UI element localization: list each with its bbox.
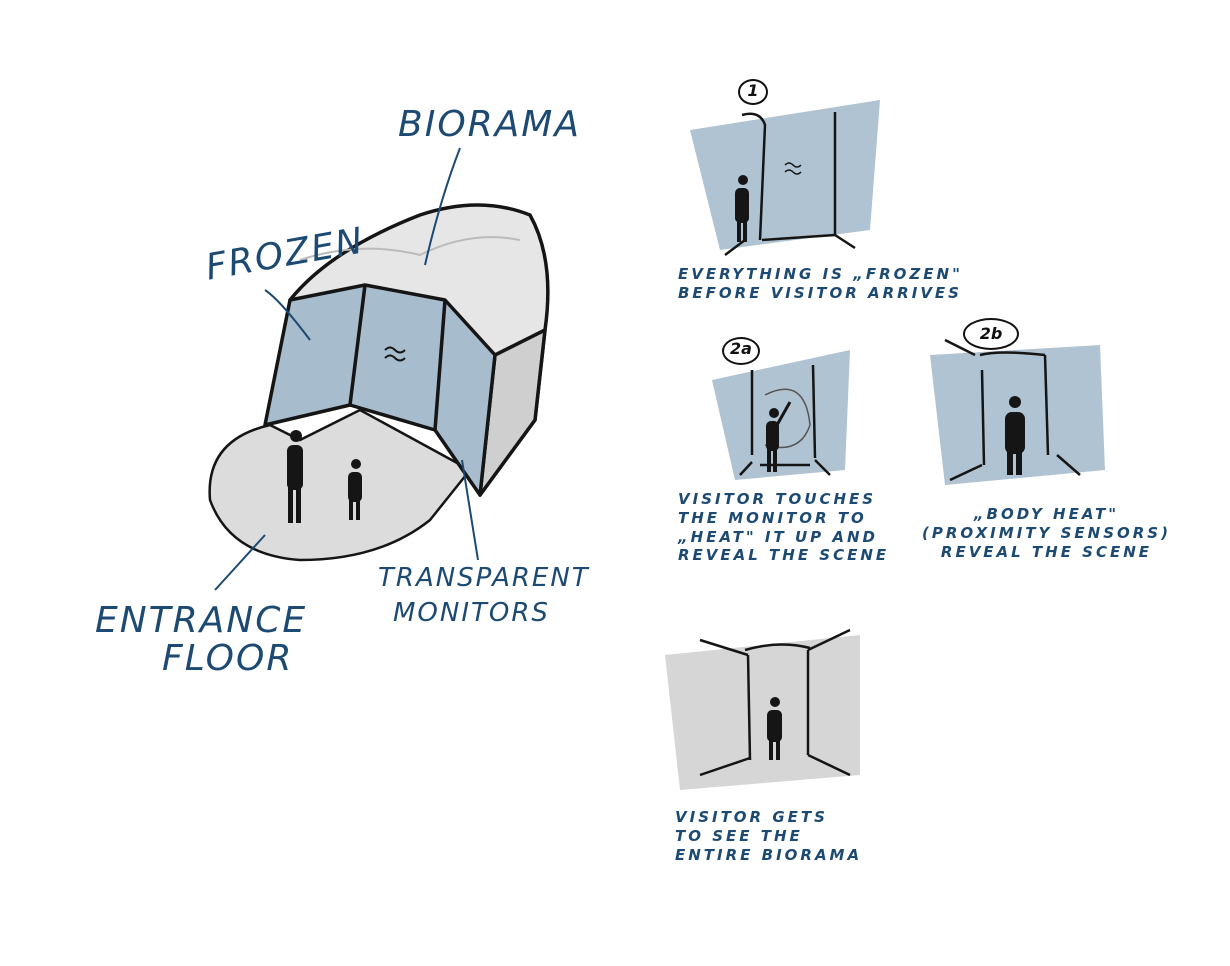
step-3-caption: Visitor gets to see the entire biorama bbox=[675, 808, 862, 864]
caption-line: reveal the scene bbox=[940, 542, 1153, 561]
caption-line: (Proximity sensors) bbox=[922, 523, 1171, 542]
label-biorama: Biorama bbox=[398, 104, 581, 145]
caption-line: Everything is „Frozen" bbox=[678, 265, 963, 283]
caption-line: to see the bbox=[675, 826, 803, 845]
label-monitors: Monitors bbox=[393, 598, 550, 628]
step-2a-caption: Visitor touches the monitor to „Heat" it… bbox=[678, 490, 889, 565]
leader-lines bbox=[214, 147, 479, 591]
caption-line: Visitor gets bbox=[675, 808, 828, 826]
caption-line: the monitor to bbox=[678, 508, 867, 527]
label-transparent: Transparent bbox=[378, 563, 590, 593]
label-entrance: Entrance bbox=[95, 600, 308, 641]
caption-line: reveal the scene bbox=[678, 546, 890, 565]
step-2a-illustration bbox=[712, 350, 850, 480]
label-floor: Floor bbox=[162, 638, 294, 679]
step-2b-number: 2b bbox=[963, 318, 1019, 350]
caption-line: „Heat" it up and bbox=[678, 527, 878, 546]
step-1-number: 1 bbox=[738, 79, 768, 105]
caption-line: before visitor arrives bbox=[678, 283, 962, 302]
step-3-illustration bbox=[665, 628, 860, 790]
step-1-illustration bbox=[690, 100, 880, 256]
transparent-monitors-shape bbox=[263, 283, 497, 497]
caption-line: Visitor touches bbox=[678, 490, 877, 508]
caption-line: „Body heat" bbox=[973, 505, 1120, 523]
caption-line: entire biorama bbox=[675, 845, 863, 864]
step-2a-number: 2a bbox=[722, 337, 760, 365]
step-1-caption: Everything is „Frozen" before visitor ar… bbox=[678, 265, 963, 303]
step-2b-illustration bbox=[930, 338, 1105, 485]
visitor-figures bbox=[287, 430, 362, 523]
biorama-dome-drawing bbox=[208, 203, 550, 562]
entrance-floor-shape bbox=[208, 408, 472, 562]
step-2b-caption: „Body heat" (Proximity sensors) reveal t… bbox=[922, 505, 1171, 561]
